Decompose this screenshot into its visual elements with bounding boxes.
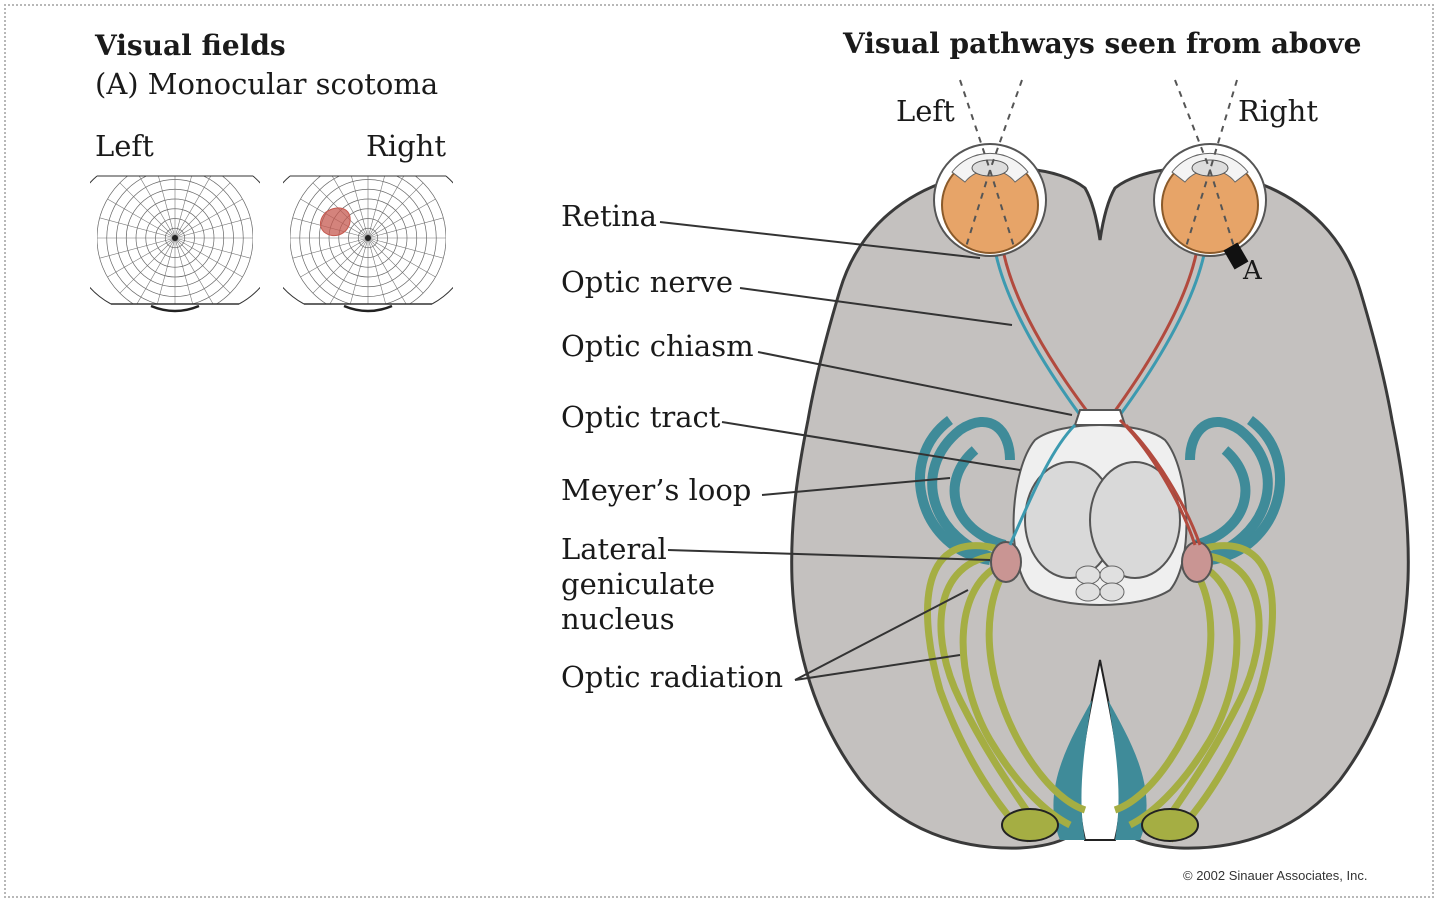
lgn-label-line3: nucleus [561, 602, 675, 636]
eye-left-label: Left [896, 94, 955, 128]
eye-right [1153, 143, 1267, 257]
lesion-marker-label: A [1243, 256, 1262, 286]
optic-chiasm-label: Optic chiasm [561, 329, 754, 363]
optic-radiation-label: Optic radiation [561, 660, 784, 694]
optic-tract-label: Optic tract [561, 400, 721, 434]
occipital-pole-left [1001, 808, 1059, 842]
occipital-pole-right [1141, 808, 1199, 842]
colliculus-upper-right [1099, 565, 1125, 585]
colliculus-lower-left [1075, 582, 1101, 602]
left-field-label: Left [95, 129, 154, 163]
occipital-cortex-right [1108, 700, 1147, 840]
scotoma-region [319, 207, 351, 237]
optic-tract-right [1118, 418, 1202, 546]
colliculus-upper-left [1075, 565, 1101, 585]
optic-tract-left [1008, 423, 1077, 546]
occipital-cortex-left [1053, 700, 1092, 840]
optic-nerve-left [993, 249, 1092, 416]
meyers-loop-label: Meyer’s loop [561, 473, 752, 507]
colliculus-lower-right [1099, 582, 1125, 602]
visual-field-lines [959, 79, 1238, 251]
visual-fields-title: Visual fields [95, 29, 286, 62]
lgn-label-line1: Lateral [561, 532, 667, 566]
copyright-notice: © 2002 Sinauer Associates, Inc. [1183, 868, 1368, 883]
optic-radiation-left [924, 542, 1087, 843]
eye-right-label: Right [1238, 94, 1319, 128]
optic-chiasm [1073, 409, 1127, 426]
lgn-left [990, 541, 1022, 583]
optic-radiation-right [1113, 542, 1276, 843]
thalamus-right [1089, 461, 1181, 579]
lesion-marker [1223, 242, 1249, 270]
right-field-label: Right [366, 129, 447, 163]
meyers-loop-right [1185, 415, 1285, 565]
retina-label: Retina [561, 199, 657, 233]
visual-fields-subtitle: (A) Monocular scotoma [95, 67, 439, 101]
eye-left [933, 143, 1047, 257]
right-visual-field-chart [283, 175, 453, 313]
pathways-title: Visual pathways seen from above [843, 27, 1362, 60]
lgn-label-line2: geniculate [561, 567, 715, 601]
figure-frame [4, 4, 1434, 898]
leader-lines [659, 221, 1073, 681]
left-visual-field-chart [90, 175, 260, 313]
optic-nerve-label: Optic nerve [561, 265, 733, 299]
lgn-right [1181, 541, 1213, 583]
optic-nerve-right [1110, 249, 1207, 416]
